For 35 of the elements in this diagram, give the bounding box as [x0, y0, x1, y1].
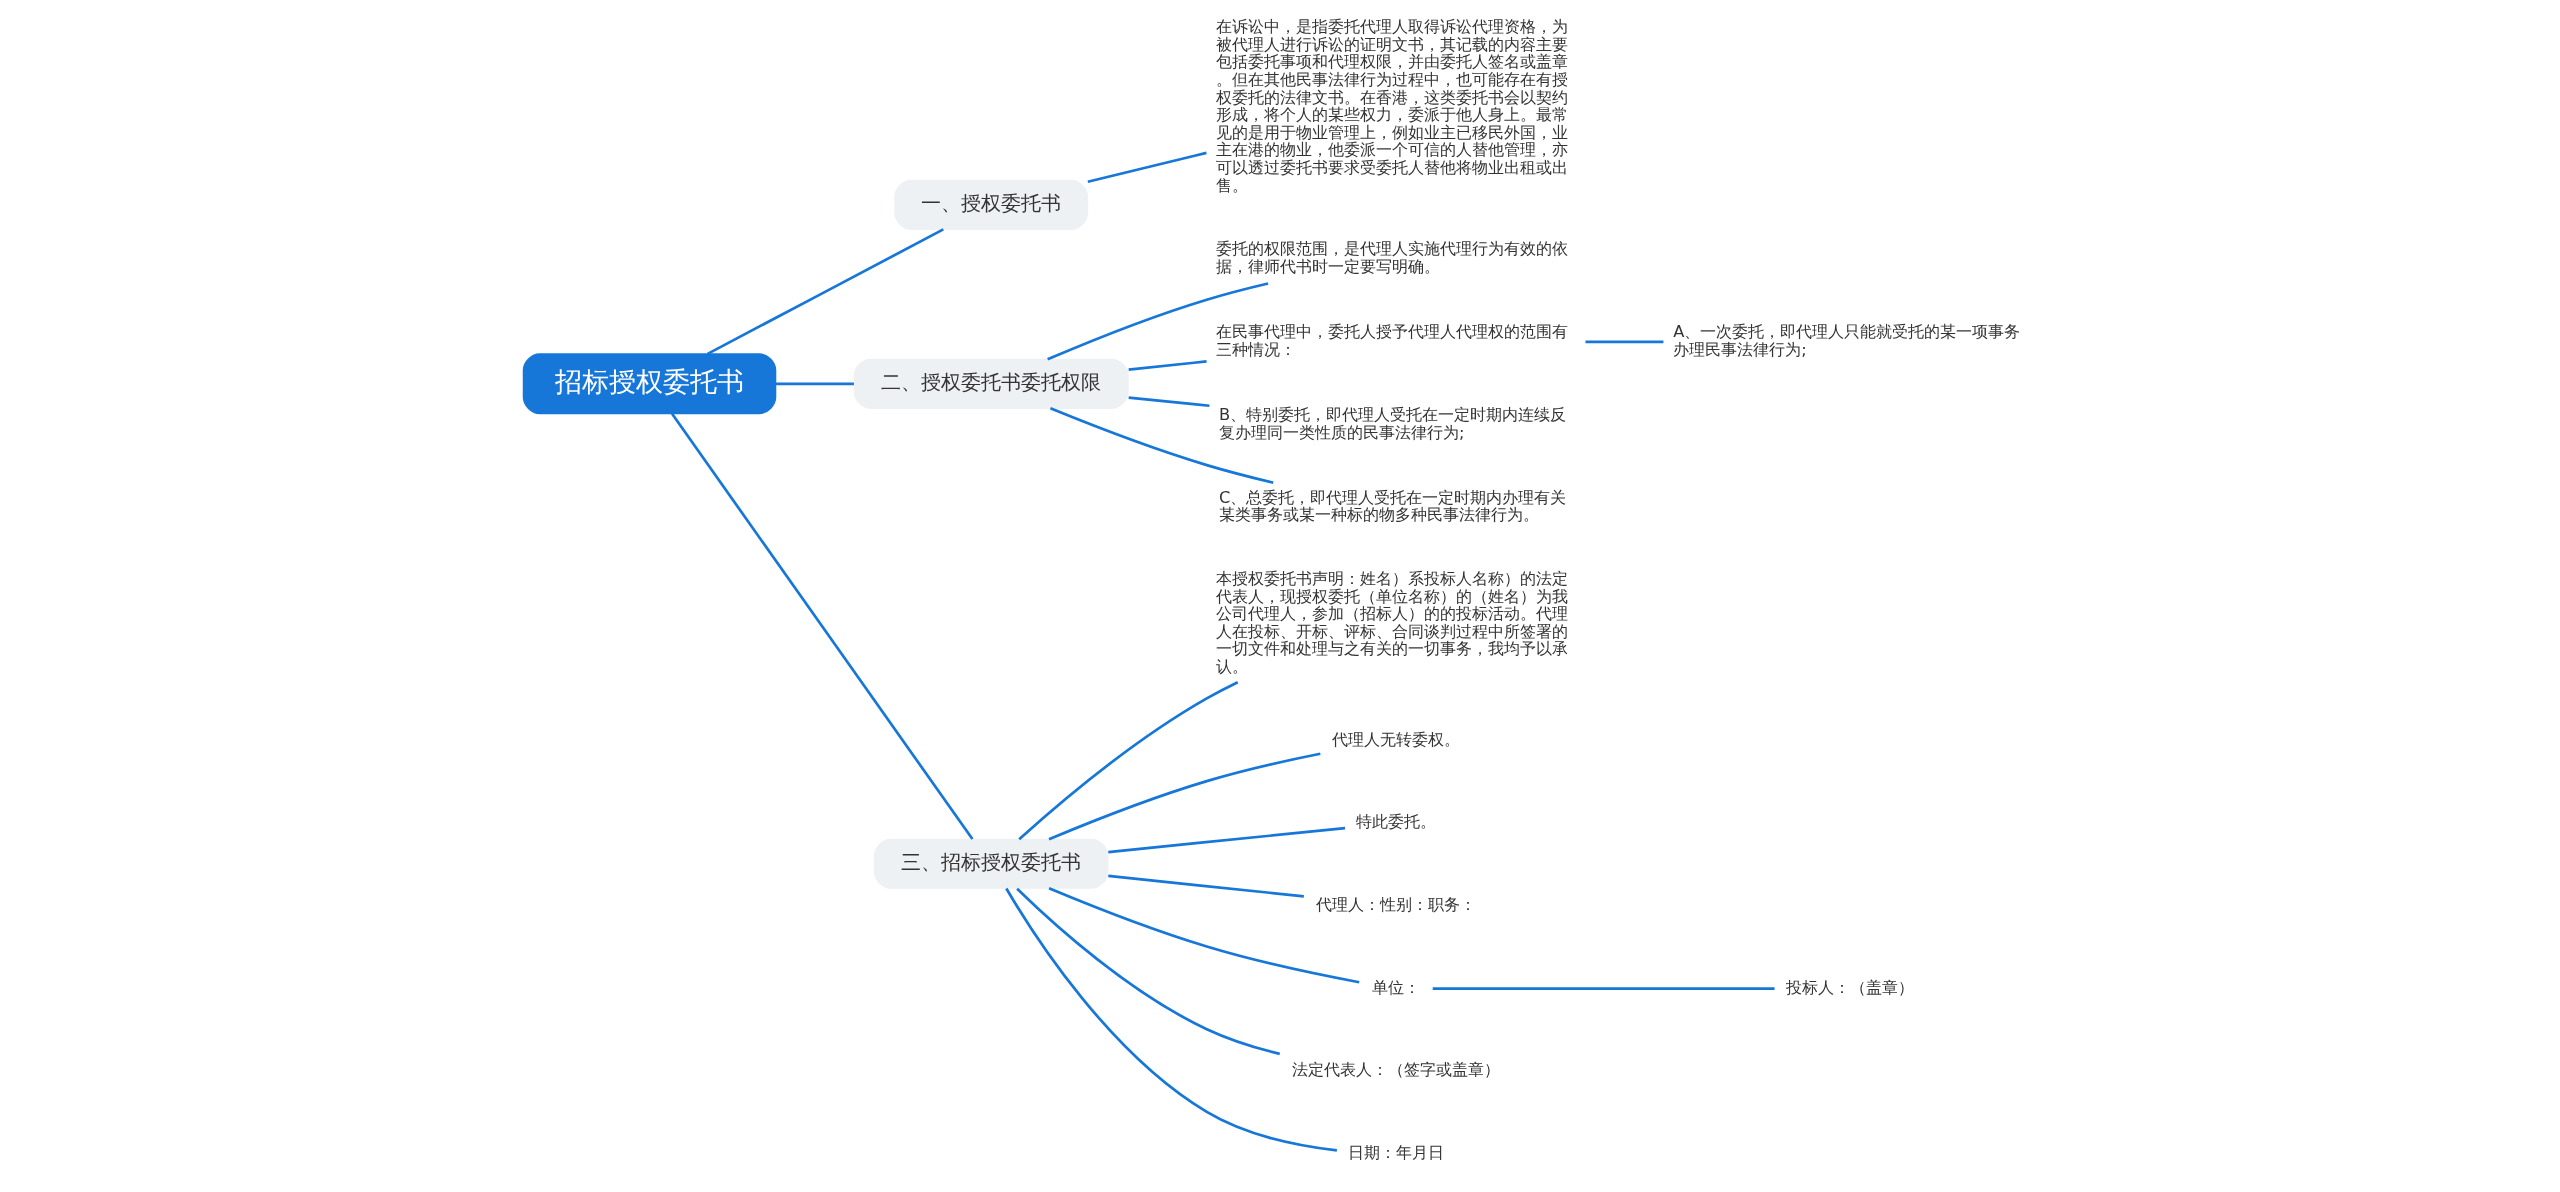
node-text: A、一次委托，即代理人只能就受托的某一项事务办理民事法律行为; [1673, 322, 2021, 359]
node-text: 特此委托。 [1355, 812, 1436, 832]
node-box: 一、授权委托书 [894, 179, 1089, 230]
connector [775, 382, 854, 386]
connector [1128, 396, 1210, 408]
node-text: 在民事代理中，委托人授予代理人代理权的范围有三种情况： [1216, 322, 1569, 359]
node-box: 二、授权委托书委托权限 [853, 358, 1129, 409]
connector [1128, 360, 1207, 371]
connector [1048, 886, 1360, 984]
connector [1108, 826, 1346, 854]
connector [1018, 680, 1239, 841]
connector [1005, 887, 1338, 1152]
node-text: 本授权委托书声明：姓名）系投标人名称）的法定代表人，现授权委托（单位名称）的（姓名）为我公司代理人，参加（招标人）的的投标活动。代理人在投标、开标、评标、合同谈判过程中所签署的一切文件和处理与之有关的一切事务，我均予以承认。 [1216, 568, 1569, 677]
node-text: 在诉讼中，是指委托代理人取得诉讼代理资格，为被代理人进行诉讼的证明文书，其记载的内容主要包括委托事项和代理权限，并由委托人签名或盖章。但在其他民事法律行为过程中，也可能存在有授权委托的法律文书。在香港，这类委托书会以契约形成，将个人的某些权力，委派于他人身上。最常见的是用于物业管理上，例如业主已移民外国，业主在港的物业，他委派一个可信的人替他管理，亦可以透过委托书要求受委托人替他将物业出租或出售。 [1216, 17, 1569, 195]
node-text: 单位： [1371, 977, 1420, 997]
connector [670, 413, 974, 840]
connector [706, 228, 944, 356]
connector [1108, 874, 1304, 898]
node-box: 三、招标授权委托书 [873, 838, 1109, 889]
connector [1016, 887, 1281, 1056]
node-text: 代理人无转委权。 [1331, 729, 1460, 749]
connector [1432, 987, 1775, 990]
connector [1047, 282, 1269, 361]
node-text: C、总委托，即代理人受托在一定时期内办理有关某类事务或某一种标的物多种民事法律行为。 [1218, 487, 1567, 525]
connector [1087, 151, 1207, 183]
connector [1048, 752, 1321, 841]
node-box: 招标授权委托书 [522, 353, 777, 415]
connector [1585, 340, 1664, 344]
node-text: B、特别委托，即代理人受托在一定时期内连续反复办理同一类性质的民事法律行为; [1218, 404, 1567, 442]
node-text: 代理人：性别：职务： [1315, 895, 1476, 915]
connector [1049, 407, 1274, 484]
node-text: 法定代表人：（签字或盖章） [1291, 1060, 1500, 1080]
node-text: 日期：年月日 [1347, 1143, 1444, 1163]
node-text: 投标人：（盖章） [1786, 977, 1915, 997]
node-text: 委托的权限范围，是代理人实施代理行为有效的依据，律师代书时一定要写明确。 [1216, 239, 1569, 277]
